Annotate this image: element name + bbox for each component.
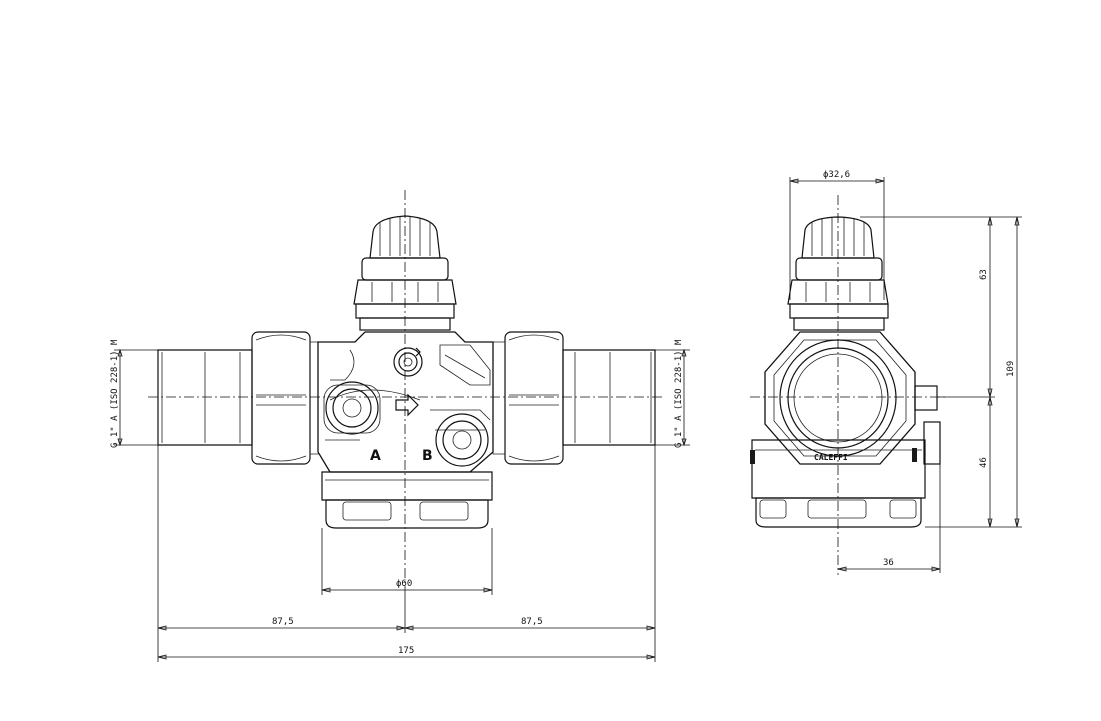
gauge-port (393, 347, 423, 377)
lower-height-label: 46 (979, 457, 989, 468)
front-base (321, 471, 493, 529)
svg-text:36: 36 (883, 558, 894, 568)
side-view: CALEFFI ϕ32,6 63 46 109 36 (750, 170, 1022, 575)
left-pipe-end (157, 349, 253, 446)
port-b-fitting (435, 413, 489, 467)
side-knob (787, 216, 889, 331)
front-view: A B G 1" A (ISO 228-1) M G 1" A (ISO 228… (110, 190, 690, 662)
port-b-label: B (422, 448, 433, 464)
total-length-dimension: 175 (157, 646, 656, 660)
upper-height-label: 63 (979, 269, 989, 280)
side-base (750, 439, 926, 528)
svg-text:ϕ60: ϕ60 (396, 579, 412, 589)
port-a-fitting (323, 381, 381, 435)
knob-diameter-dimension: ϕ32,6 (789, 170, 885, 300)
flow-arrow-icon (395, 393, 419, 417)
svg-text:G 1" A (ISO 228-1) M: G 1" A (ISO 228-1) M (110, 339, 120, 448)
thread-dimension-left: G 1" A (ISO 228-1) M (110, 339, 158, 448)
body-diameter-dimension: ϕ60 (321, 528, 493, 595)
svg-text:ϕ32,6: ϕ32,6 (823, 170, 850, 180)
total-height-label: 109 (1006, 361, 1016, 377)
svg-text:G 1" A (ISO 228-1) M: G 1" A (ISO 228-1) M (674, 339, 684, 448)
depth-dimension: 36 (837, 464, 941, 573)
thread-dimension-right: G 1" A (ISO 228-1) M (655, 339, 690, 448)
height-dimensions: 63 46 109 (860, 216, 1022, 528)
left-union-nut (251, 331, 321, 465)
svg-text:87,5: 87,5 (521, 617, 543, 627)
side-hex-body (764, 331, 941, 465)
right-pipe-end (562, 349, 656, 446)
valve-body (317, 331, 494, 473)
right-union-nut (492, 331, 564, 465)
half-length-dimension: 87,5 87,5 (157, 445, 656, 662)
svg-text:175: 175 (398, 646, 414, 656)
port-a-label: A (370, 448, 381, 464)
brand-label: CALEFFI (814, 453, 848, 462)
svg-text:87,5: 87,5 (272, 617, 294, 627)
